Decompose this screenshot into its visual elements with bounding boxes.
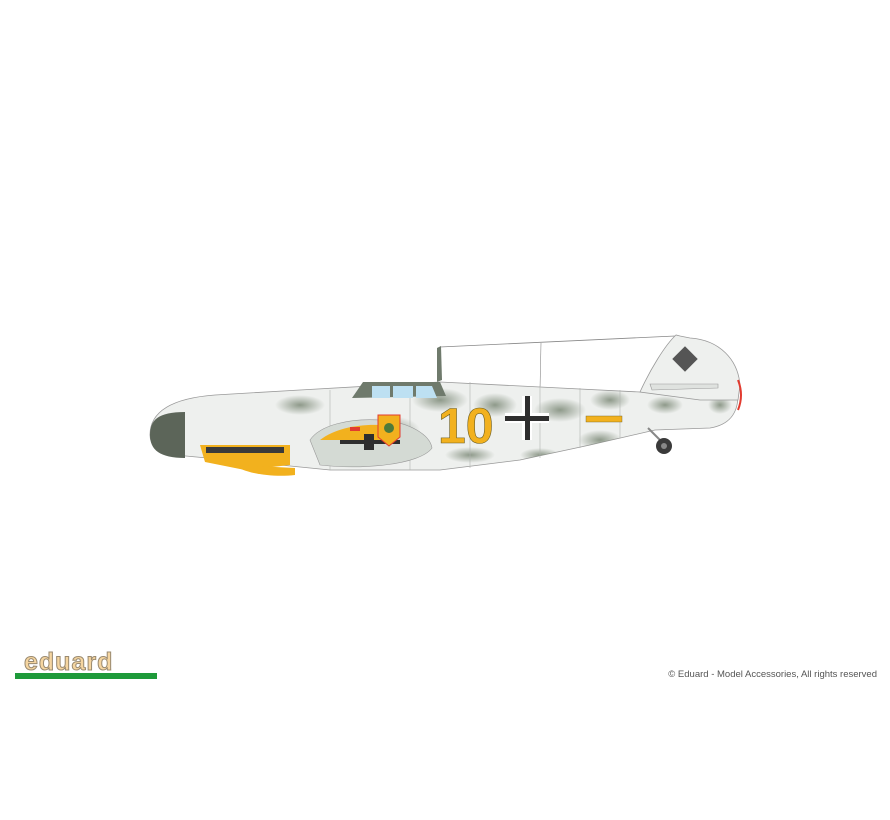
antenna-wire bbox=[439, 335, 676, 348]
balkenkreuz bbox=[505, 396, 549, 440]
tail-wheel bbox=[647, 427, 672, 454]
spinner bbox=[150, 412, 185, 458]
logo-underline-bar bbox=[15, 673, 157, 679]
tail-fin bbox=[639, 334, 741, 401]
yellow-bar-marking bbox=[585, 415, 623, 423]
logo-text: eduard bbox=[23, 648, 114, 677]
tail-diamond-marking bbox=[672, 346, 698, 372]
canopy bbox=[352, 382, 446, 398]
eduard-logo: eduard bbox=[14, 648, 158, 680]
fuselage bbox=[149, 363, 739, 471]
fuselage-code: 10 bbox=[438, 398, 494, 454]
copyright-notice: © Eduard - Model Accessories, All rights… bbox=[668, 669, 877, 680]
